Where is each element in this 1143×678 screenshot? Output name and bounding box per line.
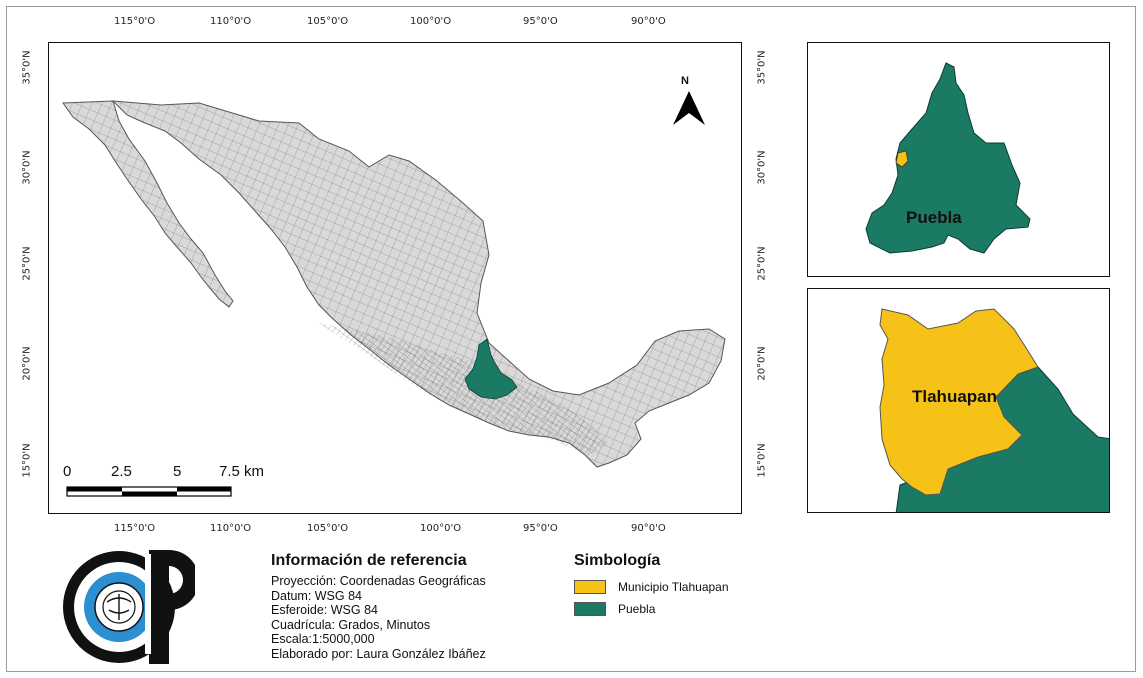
info-line: Elaborado por: Laura González Ibáñez bbox=[271, 646, 486, 661]
puebla-label: Puebla bbox=[906, 208, 962, 227]
info-line: Esferoide: WSG 84 bbox=[271, 603, 378, 617]
lat-tick: 20°0'N bbox=[21, 346, 33, 381]
lon-tick: 100°0'O bbox=[420, 523, 462, 534]
lat-tick: 30°0'N bbox=[21, 150, 33, 185]
tlahuapan-shape bbox=[879, 308, 1039, 496]
lon-tick: 90°0'O bbox=[631, 523, 666, 534]
scale-label: 7.5 km bbox=[219, 463, 265, 480]
legend-label: Puebla bbox=[618, 602, 656, 616]
lon-tick: 110°0'O bbox=[210, 16, 252, 27]
scale-label: 5 bbox=[173, 463, 182, 480]
lat-tick: 20°0'N bbox=[756, 346, 768, 381]
tlahuapan-svg bbox=[879, 308, 1109, 512]
legend-swatch bbox=[574, 602, 606, 616]
north-arrow bbox=[673, 91, 705, 125]
lat-tick: 35°0'N bbox=[21, 50, 33, 85]
puebla-highlight bbox=[464, 338, 518, 400]
lon-tick: 95°0'O bbox=[523, 16, 558, 27]
cp-logo-svg bbox=[63, 550, 199, 664]
tlahuapan-label: Tlahuapan bbox=[912, 387, 998, 406]
puebla-state-svg bbox=[865, 62, 1031, 254]
reference-info: Información de referencia Proyección: Co… bbox=[271, 552, 551, 661]
info-line: Cuadrícula: Grados, Minutos bbox=[271, 617, 431, 632]
puebla-state-shape bbox=[865, 62, 1031, 254]
info-line: Proyección: Coordenadas Geográficas bbox=[271, 574, 486, 588]
mexico-map-svg bbox=[62, 91, 726, 497]
inset-puebla[interactable]: Puebla bbox=[807, 42, 1110, 277]
main-map[interactable]: N 0 2.5 5 7.5 km bbox=[48, 42, 742, 514]
tlahuapan-small-highlight bbox=[895, 150, 909, 168]
legend-item-tlahuapan: Municipio Tlahuapan bbox=[574, 576, 794, 598]
scale-label: 0 bbox=[63, 463, 72, 480]
page-frame bbox=[6, 6, 1136, 672]
inset-tlahuapan[interactable]: Tlahuapan bbox=[807, 288, 1110, 513]
scale-label: 2.5 bbox=[111, 463, 132, 480]
lat-tick: 25°0'N bbox=[756, 246, 768, 281]
legend-swatch bbox=[574, 580, 606, 594]
lon-tick: 105°0'O bbox=[307, 16, 349, 27]
lat-tick: 15°0'N bbox=[756, 443, 768, 478]
legend: Simbología Municipio Tlahuapan Puebla bbox=[574, 552, 794, 620]
scale-bar bbox=[66, 486, 232, 497]
legend-label: Municipio Tlahuapan bbox=[618, 580, 729, 594]
north-label: N bbox=[681, 75, 689, 87]
lon-tick: 115°0'O bbox=[114, 16, 156, 27]
lon-tick: 105°0'O bbox=[307, 523, 349, 534]
lon-tick: 90°0'O bbox=[631, 16, 666, 27]
lat-tick: 25°0'N bbox=[21, 246, 33, 281]
lon-tick: 95°0'O bbox=[523, 523, 558, 534]
info-line: Datum: WSG 84 bbox=[271, 588, 362, 603]
lat-tick: 15°0'N bbox=[21, 443, 33, 478]
legend-title: Simbología bbox=[574, 552, 661, 569]
lat-tick: 30°0'N bbox=[756, 150, 768, 185]
lat-tick: 35°0'N bbox=[756, 50, 768, 85]
info-title: Información de referencia bbox=[271, 552, 467, 569]
legend-item-puebla: Puebla bbox=[574, 598, 794, 620]
lon-tick: 115°0'O bbox=[114, 523, 156, 534]
central-dense-region bbox=[319, 323, 609, 455]
cp-logo bbox=[55, 544, 199, 666]
lon-tick: 110°0'O bbox=[210, 523, 252, 534]
info-line: Escala:1:5000,000 bbox=[271, 632, 375, 646]
lon-tick: 100°0'O bbox=[410, 16, 452, 27]
